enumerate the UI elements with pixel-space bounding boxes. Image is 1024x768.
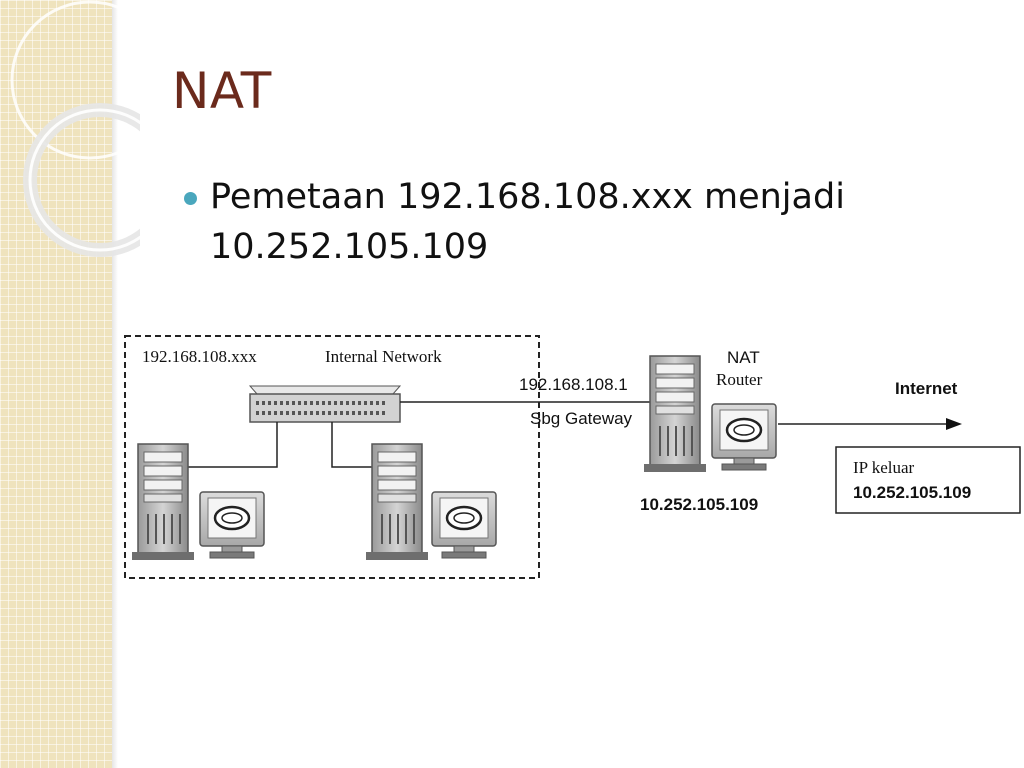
network-switch-icon <box>248 385 402 423</box>
link-switch-pc1 <box>186 422 278 468</box>
router-label-nat: NAT <box>727 348 760 367</box>
bullet-point-icon <box>184 192 197 205</box>
ip-out-label: IP keluar <box>853 458 915 477</box>
arrow-right-icon <box>778 418 962 430</box>
internal-network-boundary <box>124 335 540 579</box>
gateway-ip-label: 192.168.108.1 <box>519 375 628 394</box>
router-ip-label: 10.252.105.109 <box>640 495 758 514</box>
link-switch-pc2 <box>331 422 378 468</box>
ip-out-box <box>835 446 1021 514</box>
internal-network-label: Internal Network <box>325 347 442 366</box>
bullet-text: Pemetaan 192.168.108.xxx menjadi 10.252.… <box>210 177 845 267</box>
server-tower-icon <box>643 355 707 473</box>
internet-label: Internet <box>895 379 958 398</box>
gateway-label: Sbg Gateway <box>530 409 633 428</box>
decorative-circles <box>10 0 140 257</box>
internal-range-label: 192.168.108.xxx <box>142 347 257 366</box>
monitor-icon <box>710 402 778 472</box>
monitor-icon <box>430 490 498 560</box>
server-tower-icon <box>365 443 429 561</box>
slide-title: NAT <box>172 62 272 120</box>
server-tower-icon <box>131 443 195 561</box>
ip-out-value: 10.252.105.109 <box>853 483 971 502</box>
router-label-router: Router <box>716 370 763 389</box>
side-panel-shadow <box>112 0 118 768</box>
monitor-icon <box>198 490 266 560</box>
